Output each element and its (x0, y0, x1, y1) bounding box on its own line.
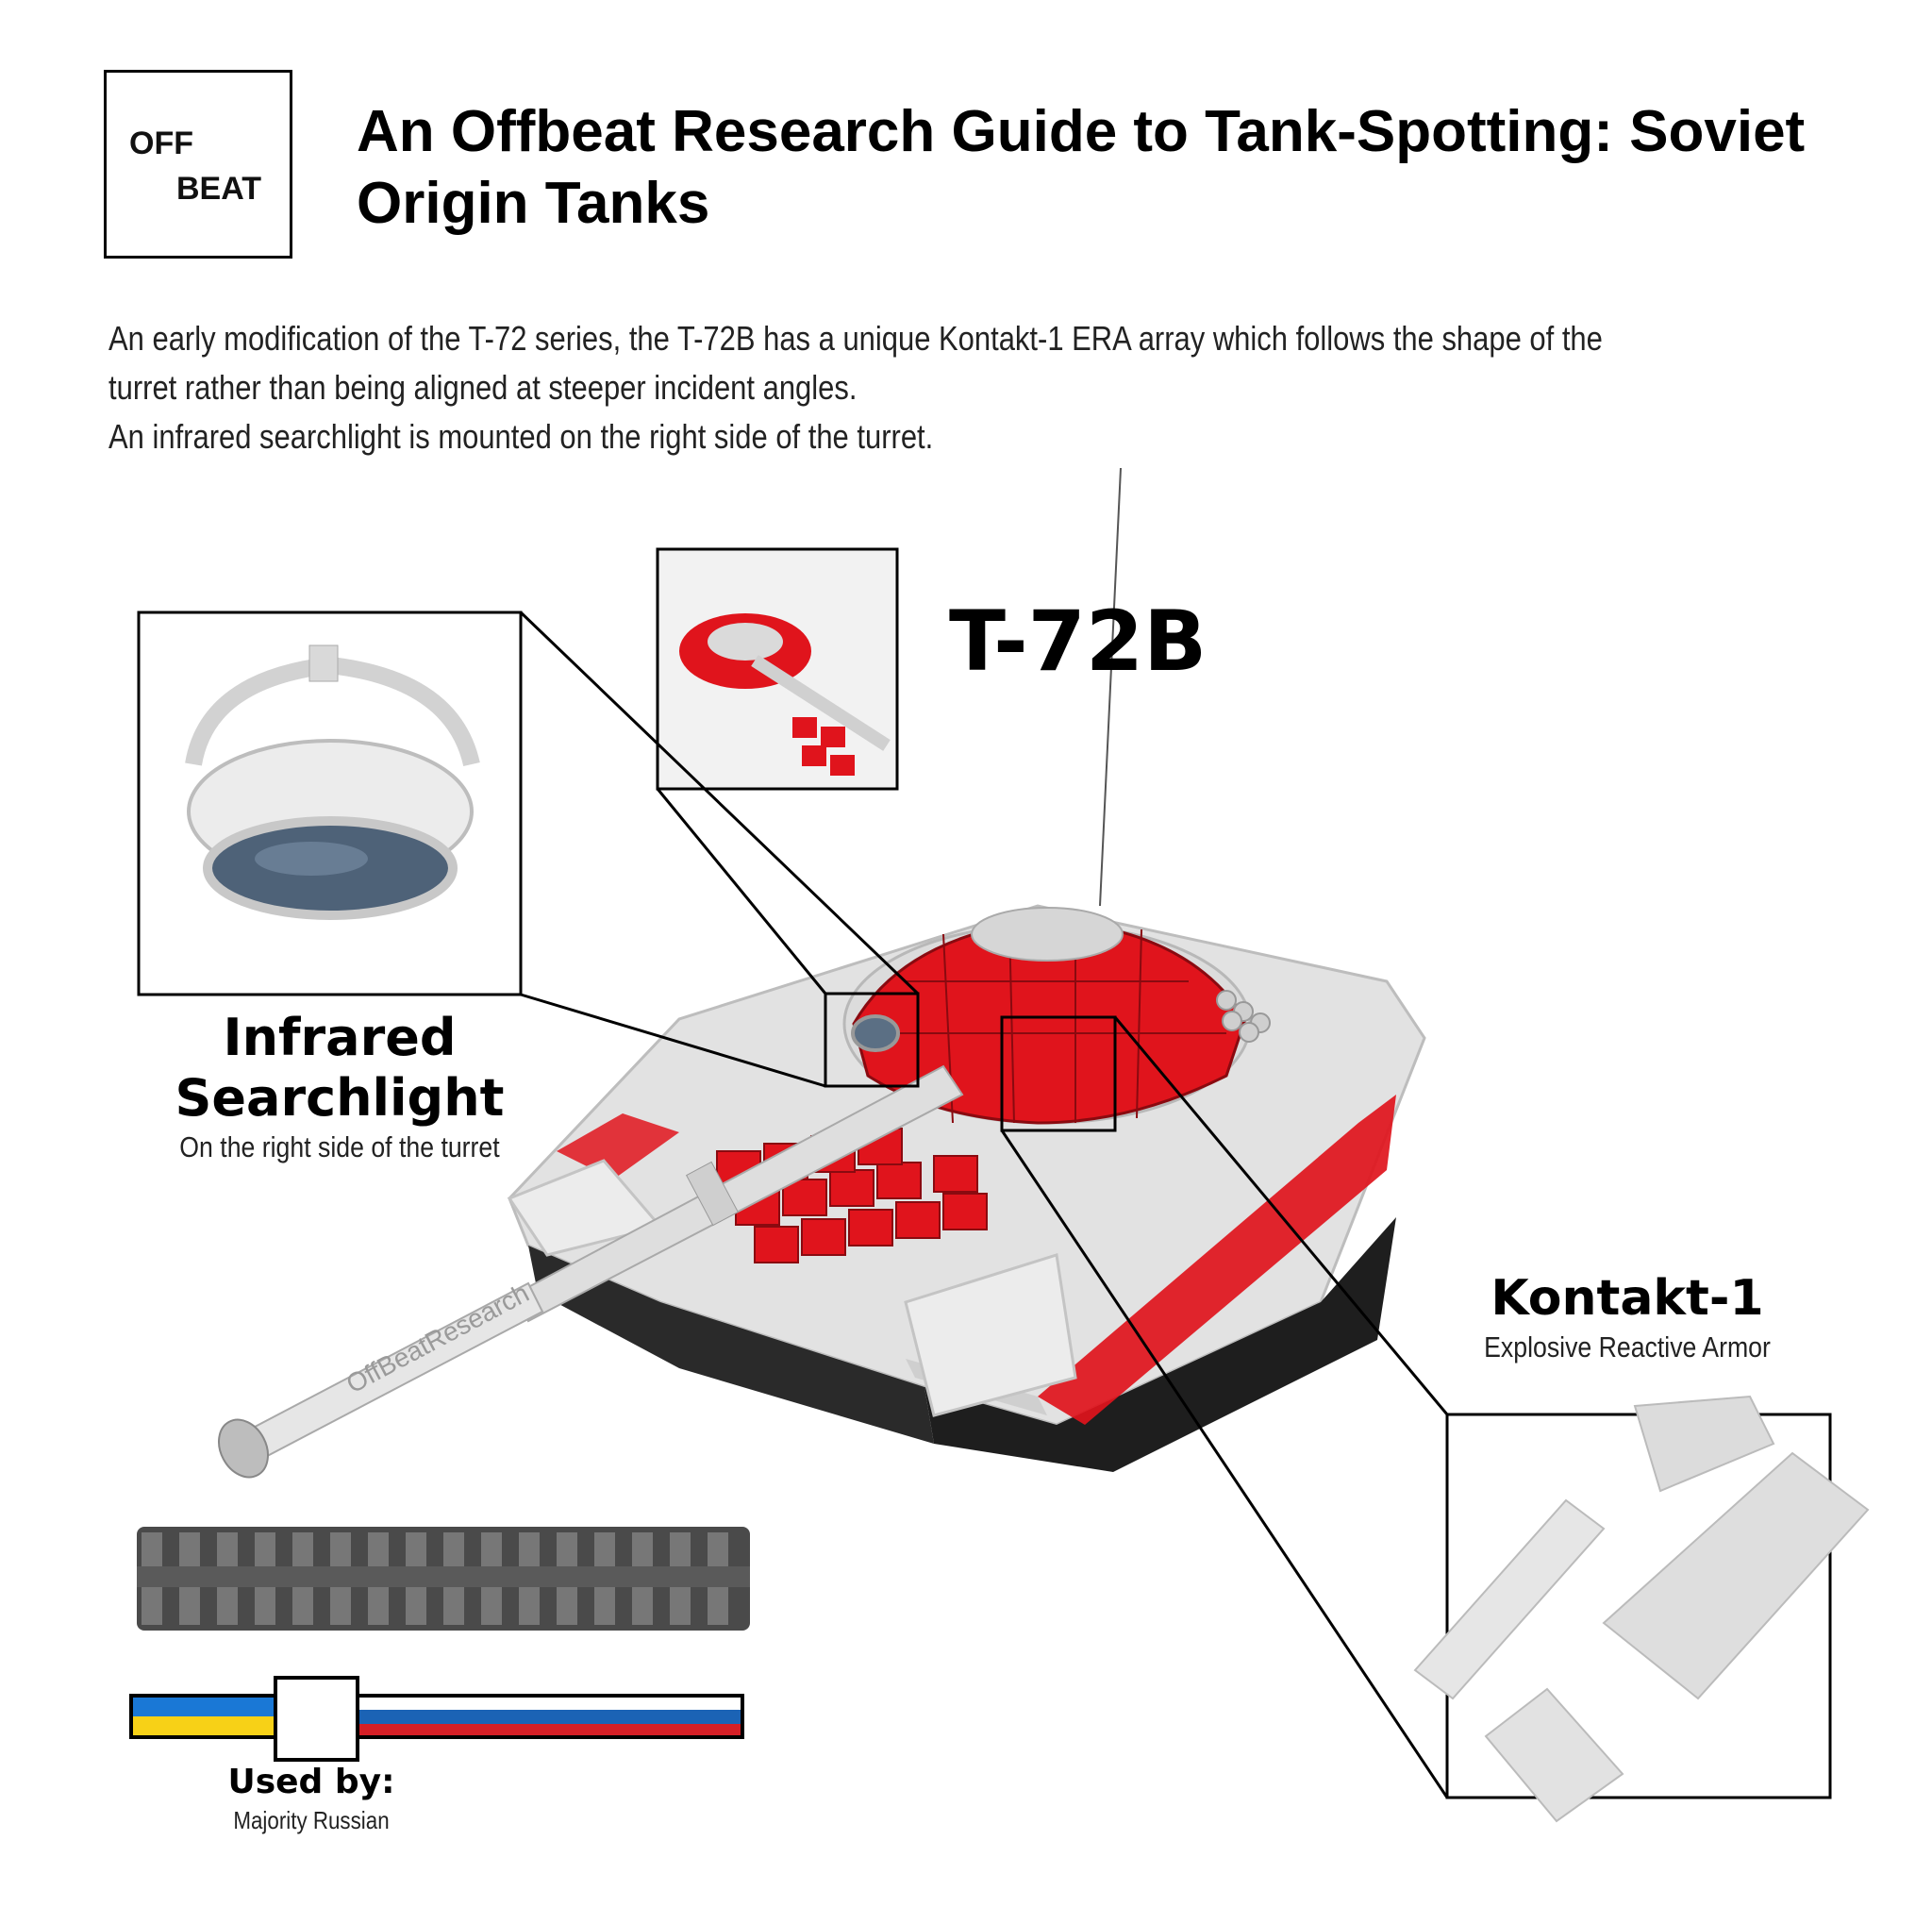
tank-turret (842, 907, 1271, 1125)
logo-line-1: OFF (129, 125, 193, 161)
tank-name: T-72B (949, 593, 1208, 690)
main-gun (218, 1064, 964, 1479)
era-callout-title: Kontakt-1 (1491, 1270, 1764, 1327)
side-era (1038, 1095, 1396, 1425)
searchlight-inset (137, 611, 523, 996)
turret-top-inset (656, 547, 899, 791)
track-segment (137, 1527, 750, 1631)
description-paragraph-2: An infrared searchlight is mounted on th… (108, 417, 934, 456)
page-title: An Offbeat Research Guide to Tank-Spotti… (357, 99, 1806, 236)
description-paragraph-1: An early modification of the T-72 series… (108, 319, 1603, 407)
used-by-value: Majority Russian (233, 1806, 390, 1834)
searchlight-title-line-1: Infrared (223, 1008, 457, 1067)
logo-line-2: BEAT (176, 171, 262, 207)
searchlight-title-line-2: Searchlight (175, 1068, 505, 1128)
ukraine-flag-yellow (131, 1716, 277, 1737)
searchlight-highlight-box (824, 992, 920, 1088)
era-highlight-box (1000, 1015, 1117, 1132)
callout-connectors (519, 611, 1449, 1799)
antenna (1099, 467, 1122, 907)
searchlight (851, 1014, 900, 1052)
description: An early modification of the T-72 series… (108, 314, 1618, 461)
searchlight-callout-subtitle: On the right side of the turret (179, 1130, 500, 1163)
used-by-title: Used by: (227, 1763, 395, 1801)
ukraine-flag-blue (131, 1696, 277, 1716)
user-flags (129, 1676, 744, 1762)
offbeat-logo: OFF BEAT (104, 70, 292, 259)
era-callout-subtitle: Explosive Reactive Armor (1484, 1330, 1771, 1364)
flag-separator-box (274, 1676, 359, 1762)
era-inset (1413, 1395, 1870, 1823)
searchlight-callout-title: Infrared Searchlight (132, 1008, 547, 1129)
